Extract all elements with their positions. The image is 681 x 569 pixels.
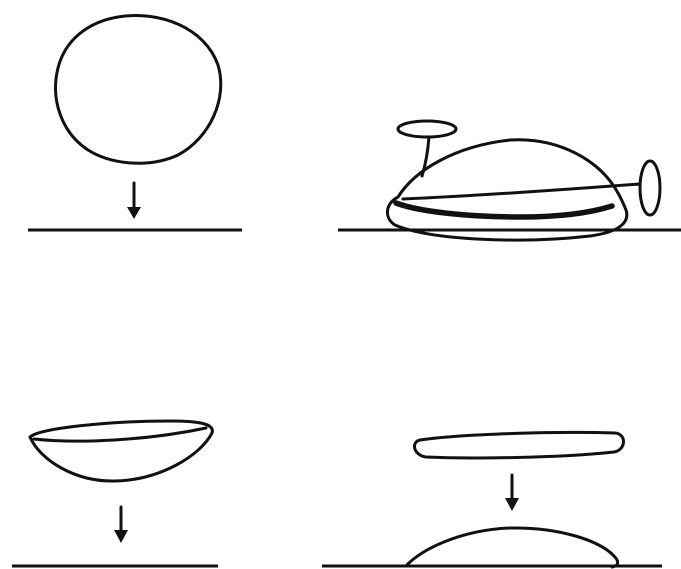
panel-bottom-left [12,421,218,566]
lens-inner-edge [34,428,206,441]
lens-shape [30,421,212,481]
side-disc [640,161,660,215]
top-disc [398,121,456,137]
contact-band [396,203,612,217]
fall-arrow [114,507,128,543]
panel-top-right [338,121,681,240]
flattened-mound [406,528,618,567]
side-rod [403,184,640,199]
fall-arrow [505,475,519,511]
round-drop [56,16,221,164]
panel-top-left [28,16,242,230]
panel-bottom-right [322,432,662,567]
flat-disc [414,432,623,458]
fall-arrow [127,183,141,219]
